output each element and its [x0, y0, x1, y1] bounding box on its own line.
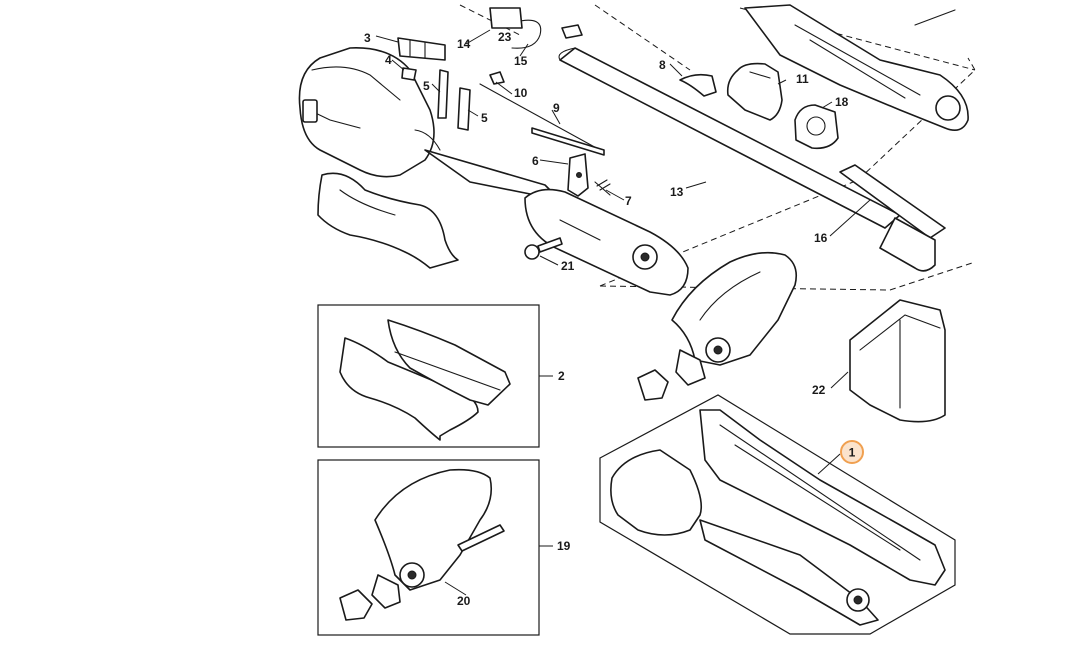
detail-frame-1: [599, 394, 956, 635]
label-1: 1: [849, 446, 856, 460]
cable-tie: [511, 19, 542, 49]
drive-tube: [424, 149, 689, 296]
handle-sleeve: [317, 172, 459, 269]
cap-23: [489, 7, 523, 29]
label-20: 20: [457, 594, 471, 608]
highlight-circle: [840, 440, 864, 464]
small-part-10: [479, 71, 601, 151]
label-18: 18: [835, 95, 849, 109]
small-nut: [401, 67, 417, 81]
label-16: 16: [814, 231, 828, 245]
screw-21: [524, 237, 563, 260]
label-9: 9: [553, 101, 560, 115]
label-13: 13: [670, 185, 684, 199]
spring-7: [594, 179, 611, 196]
spring-clip: [437, 69, 471, 131]
loop-handle: [671, 251, 798, 386]
loop-handle-detail: [371, 468, 505, 609]
guard-22: [849, 299, 946, 423]
label-14: 14: [457, 37, 471, 51]
label-5b: 5: [481, 111, 488, 125]
label-7: 7: [625, 194, 632, 208]
throttle-lever: [567, 153, 589, 197]
housing-11: [726, 62, 783, 121]
leader-lines: [375, 29, 871, 596]
label-4: 4: [385, 53, 392, 67]
spring-top-right: [914, 9, 956, 26]
label-2: 2: [558, 369, 565, 383]
engine-housing: [298, 47, 441, 178]
nut-18: [794, 104, 839, 150]
label-23: 23: [498, 30, 512, 44]
handle-end-top: [744, 4, 969, 131]
label-8: 8: [659, 58, 666, 72]
label-22: 22: [812, 383, 826, 397]
label-10: 10: [514, 86, 528, 100]
handle-sleeve-detail: [339, 319, 511, 441]
label-21: 21: [561, 259, 575, 273]
label-5a: 5: [423, 79, 430, 93]
label-3: 3: [364, 31, 371, 45]
callout-labels: 3 4 5 5 6 7 8 9 10 11 13 14 15 16 18 19 …: [364, 30, 849, 608]
complete-shaft-assembly: [610, 409, 946, 626]
plug-15: [561, 24, 583, 39]
callout-1-highlight[interactable]: 1: [840, 440, 864, 464]
label-11: 11: [796, 72, 809, 86]
label-15: 15: [514, 54, 528, 68]
label-19: 19: [557, 539, 571, 553]
knob-box19: [339, 589, 373, 621]
label-sleeve-16: [839, 164, 946, 272]
label-6: 6: [532, 154, 539, 168]
knob-mid: [637, 369, 669, 401]
trigger-8: [679, 73, 717, 97]
throttle-rod: [531, 127, 605, 156]
clip-bracket: [397, 37, 446, 61]
